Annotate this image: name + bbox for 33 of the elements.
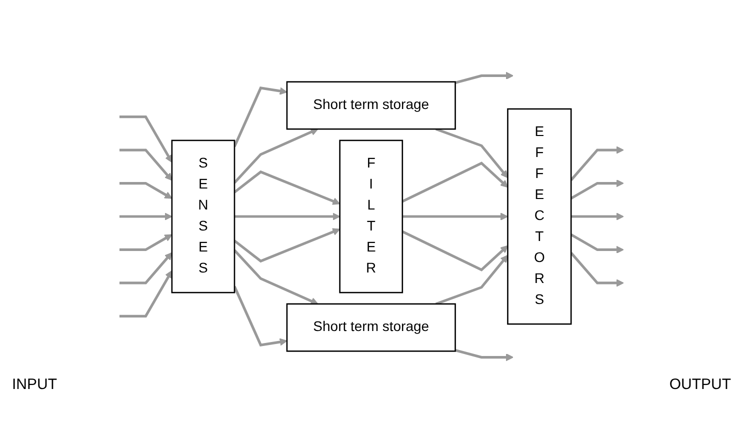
arrow xyxy=(570,179,624,200)
arrow xyxy=(119,252,172,284)
arrow xyxy=(435,254,508,306)
arrow xyxy=(234,170,340,205)
node-box: Short term storage xyxy=(286,81,456,130)
arrow xyxy=(119,148,172,181)
arrow xyxy=(571,212,624,220)
arrow xyxy=(402,162,508,203)
arrow xyxy=(234,228,340,263)
arrow xyxy=(570,234,624,254)
arrow xyxy=(119,270,172,318)
arrow xyxy=(233,286,288,346)
arrow xyxy=(402,230,508,272)
arrow xyxy=(402,212,508,220)
node-box: E F F E C T O R S xyxy=(507,108,572,325)
arrow xyxy=(119,182,172,199)
arrow xyxy=(570,146,624,182)
side-label: INPUT xyxy=(12,376,57,393)
node-box: Short term storage xyxy=(286,303,456,352)
arrow xyxy=(119,212,172,220)
arrow xyxy=(454,72,514,84)
node-box: F I L T E R xyxy=(339,140,404,294)
arrow xyxy=(233,86,288,148)
arrow xyxy=(435,128,508,178)
arrow xyxy=(119,234,172,252)
node-box: S E N S E S xyxy=(171,140,236,294)
arrow xyxy=(234,212,340,220)
arrow xyxy=(234,249,318,305)
arrow xyxy=(454,348,514,362)
arrow xyxy=(119,116,172,163)
arrow xyxy=(234,128,318,184)
side-label: OUTPUT xyxy=(669,376,731,393)
arrow xyxy=(570,252,624,287)
